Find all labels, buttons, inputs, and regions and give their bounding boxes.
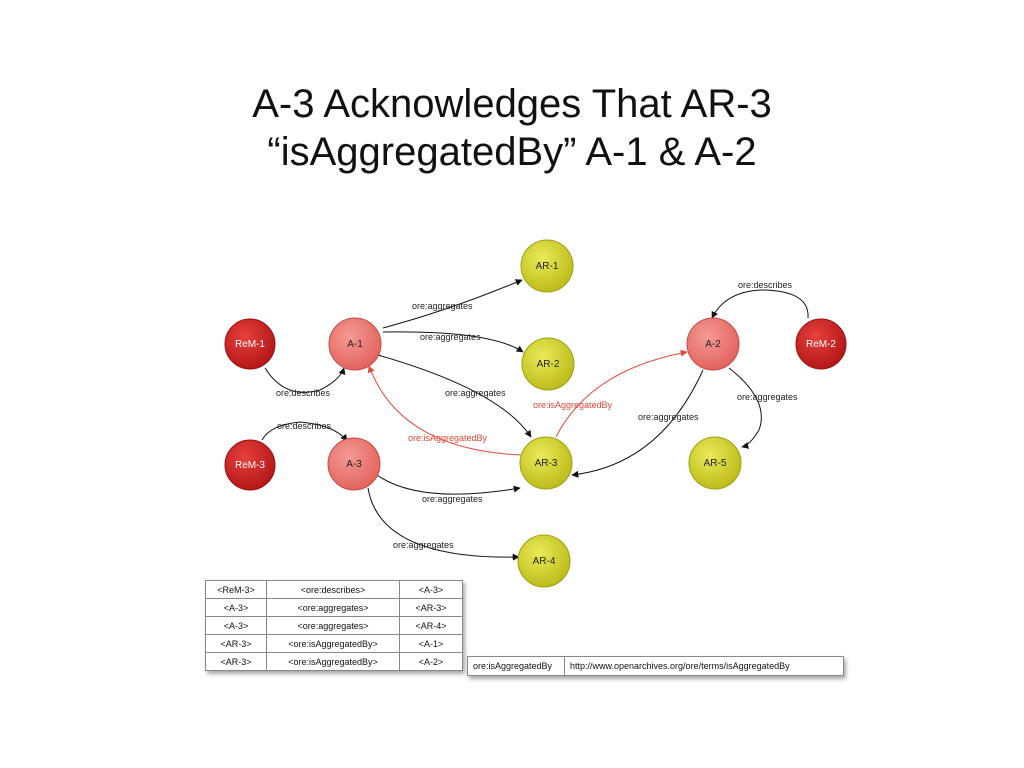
node-ar3: AR-3	[519, 436, 573, 490]
node-label-rem3: ReM-3	[235, 460, 265, 471]
edge-rem2-a2	[711, 289, 809, 319]
edge-a3-ar3	[376, 474, 521, 495]
table-row: <ReM-3> <ore:describes> <A-3>	[205, 580, 463, 599]
triple-predicate: <ore:isAggregatedBy>	[266, 634, 400, 653]
node-label-ar2: AR-2	[537, 359, 560, 370]
node-label-ar1: AR-1	[536, 261, 559, 272]
triple-subject: <A-3>	[205, 598, 267, 617]
node-rem3: ReM-3	[224, 439, 276, 491]
namespace-term: ore:isAggregatedBy	[467, 656, 565, 676]
node-label-ar4: AR-4	[533, 556, 556, 567]
edge-label-rem3-a3: ore:describes	[277, 421, 332, 431]
triple-predicate: <ore:aggregates>	[266, 616, 400, 635]
triple-subject: <AR-3>	[205, 634, 267, 653]
triple-object: <A-1>	[399, 634, 463, 653]
node-a3: A-3	[327, 437, 381, 491]
node-label-ar5: AR-5	[704, 458, 727, 469]
table-row: <AR-3> <ore:isAggregatedBy> <A-2>	[205, 652, 463, 671]
title-line-2: “isAggregatedBy” A-1 & A-2	[267, 130, 757, 174]
node-label-a1: A-1	[347, 339, 363, 350]
triple-object: <A-3>	[399, 580, 463, 599]
triple-subject: <AR-3>	[205, 652, 267, 671]
nodes: ReM-1 ReM-2 ReM-3 A-1 A-2 A-3 AR-1 AR-2	[224, 239, 847, 588]
namespace-table: ore:isAggregatedBy http://www.openarchiv…	[467, 656, 844, 676]
table-row: <A-3> <ore:aggregates> <AR-4>	[205, 616, 463, 635]
node-label-a2: A-2	[705, 339, 721, 350]
node-ar5: AR-5	[688, 436, 742, 490]
edge-label-ar3-a2: ore:isAggregatedBy	[533, 400, 613, 410]
edge-rem3-a3	[261, 421, 348, 442]
triple-subject: <A-3>	[205, 616, 267, 635]
table-row: <A-3> <ore:aggregates> <AR-3>	[205, 598, 463, 617]
edge-label-a2-ar3: ore:aggregates	[638, 412, 699, 422]
node-label-rem2: ReM-2	[806, 339, 836, 350]
triples-table: <ReM-3> <ore:describes> <A-3> <A-3> <ore…	[205, 580, 463, 671]
edge-a1-ar2	[382, 331, 524, 353]
node-a2: A-2	[686, 317, 740, 371]
node-ar1: AR-1	[520, 239, 574, 293]
triple-object: <A-2>	[399, 652, 463, 671]
triple-predicate: <ore:isAggregatedBy>	[266, 652, 400, 671]
edge-label-ar3-a1: ore:isAggregatedBy	[408, 433, 488, 443]
node-label-rem1: ReM-1	[235, 339, 265, 350]
table-row: ore:isAggregatedBy http://www.openarchiv…	[467, 656, 844, 676]
table-row: <AR-3> <ore:isAggregatedBy> <A-1>	[205, 634, 463, 653]
node-rem2: ReM-2	[795, 318, 847, 370]
edge-a1-ar3	[377, 354, 532, 438]
edge-label-a1-ar2: ore:aggregates	[420, 332, 481, 342]
edge-a2-ar3	[571, 369, 704, 478]
edge-label-a3-ar4: ore:aggregates	[393, 540, 454, 550]
node-a1: A-1	[328, 317, 382, 371]
edge-label-a2-ar5: ore:aggregates	[737, 392, 798, 402]
edge-label-a3-ar3: ore:aggregates	[422, 494, 483, 504]
edge-a3-ar4	[367, 487, 520, 561]
edges: ore:aggregates ore:aggregates ore:aggreg…	[261, 279, 809, 561]
triple-subject: <ReM-3>	[205, 580, 267, 599]
edge-a2-ar5	[728, 367, 762, 449]
edge-label-rem1-a1: ore:describes	[276, 388, 331, 398]
edge-rem1-a1	[264, 367, 346, 393]
edge-label-rem2-a2: ore:describes	[738, 280, 793, 290]
node-ar2: AR-2	[521, 337, 575, 391]
triple-predicate: <ore:aggregates>	[266, 598, 400, 617]
slide-title: A-3 Acknowledges That AR-3 “isAggregated…	[0, 80, 1024, 176]
node-ar4: AR-4	[517, 534, 571, 588]
edge-label-a1-ar1: ore:aggregates	[412, 301, 473, 311]
edge-ar3-a2	[555, 349, 688, 438]
node-label-a3: A-3	[346, 459, 362, 470]
triple-object: <AR-3>	[399, 598, 463, 617]
edge-a1-ar1	[382, 279, 523, 329]
triple-predicate: <ore:describes>	[266, 580, 400, 599]
namespace-uri: http://www.openarchives.org/ore/terms/is…	[564, 656, 844, 676]
triple-object: <AR-4>	[399, 616, 463, 635]
node-rem1: ReM-1	[224, 318, 276, 370]
node-label-ar3: AR-3	[535, 458, 558, 469]
title-line-1: A-3 Acknowledges That AR-3	[252, 82, 772, 126]
edge-label-a1-ar3: ore:aggregates	[445, 388, 506, 398]
edge-ar3-a1	[367, 365, 523, 456]
